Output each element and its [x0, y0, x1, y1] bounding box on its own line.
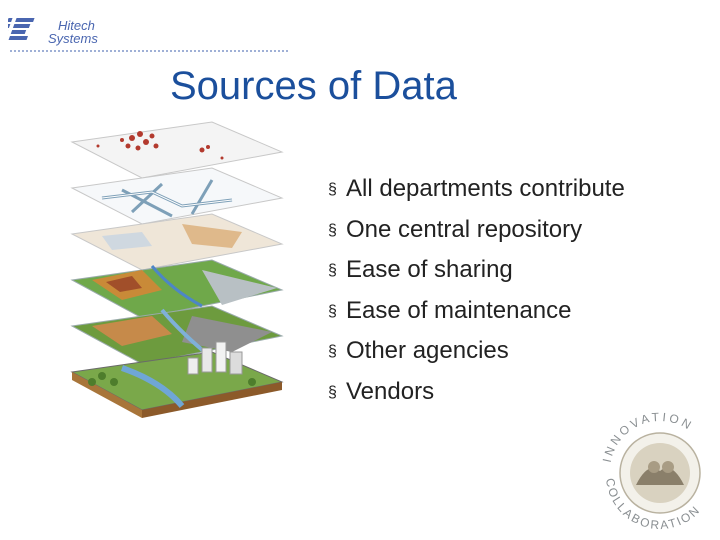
bullet-text: Ease of sharing — [346, 256, 513, 283]
city-layer — [70, 341, 284, 418]
logo-line-2: Systems — [48, 31, 98, 46]
elevation-layer — [70, 259, 284, 319]
logo-divider — [10, 50, 288, 52]
list-item: § Vendors — [328, 373, 718, 414]
bullet-text: Other agencies — [346, 337, 509, 364]
hitech-systems-logo: Hitech Systems — [8, 18, 98, 46]
gis-layers-illustration — [70, 121, 284, 418]
list-item: § Other agencies — [328, 332, 718, 373]
handshake-icon — [636, 461, 684, 485]
innovation-collaboration-seal: INNOVATION COLLABORATION — [600, 410, 702, 532]
bullet-text: All departments contribute — [346, 175, 625, 202]
bullet-text: Vendors — [346, 377, 435, 405]
list-item: § All departments contribute — [328, 170, 718, 211]
bullet-marker: § — [328, 343, 337, 360]
parcels-layer — [70, 213, 284, 271]
bullet-marker: § — [328, 262, 337, 279]
bullet-marker: § — [328, 383, 337, 401]
bullet-marker: § — [328, 181, 337, 198]
logo-line-1: Hitech — [58, 18, 95, 33]
logo-mark-icon — [8, 18, 35, 40]
landcover-layer — [70, 305, 284, 365]
list-item: § Ease of sharing — [328, 251, 718, 292]
bullet-text: Ease of maintenance — [346, 296, 572, 324]
bullet-list: § All departments contribute § One central… — [328, 170, 718, 413]
bullet-marker: § — [328, 221, 337, 239]
bullet-marker: § — [328, 302, 337, 320]
points-layer — [70, 121, 284, 179]
list-item: § One central repository — [328, 211, 718, 252]
list-item: § Ease of maintenance — [328, 292, 718, 333]
slide-title: Sources of Data — [170, 64, 457, 108]
bullet-text: One central repository — [346, 215, 583, 243]
roads-layer — [70, 167, 284, 225]
